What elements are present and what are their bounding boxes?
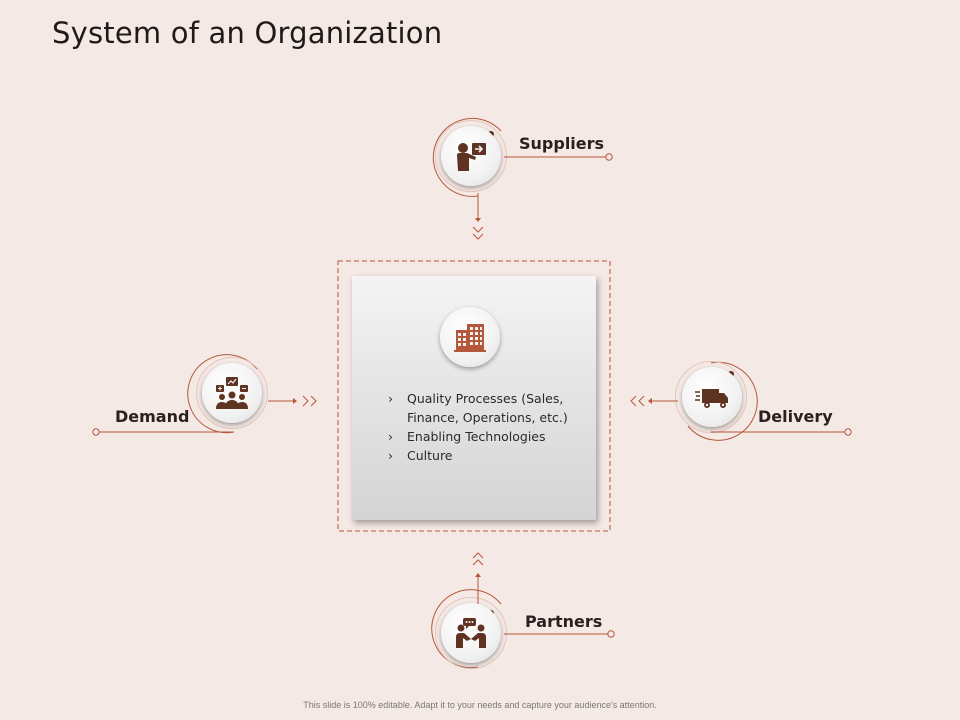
presenter-icon xyxy=(457,143,486,171)
customers-chart-icon xyxy=(216,377,248,409)
list-item: Culture xyxy=(388,446,588,465)
delivery-label: Delivery xyxy=(758,407,833,426)
handshake-icon xyxy=(456,618,486,648)
partners-label: Partners xyxy=(525,612,603,631)
demand-node xyxy=(202,363,262,423)
list-item: Enabling Technologies xyxy=(388,427,588,446)
organization-node xyxy=(440,307,500,367)
building-icon xyxy=(454,324,486,352)
delivery-node xyxy=(682,367,742,427)
partners-node xyxy=(441,603,501,663)
footer-note: This slide is 100% editable. Adapt it to… xyxy=(303,700,657,710)
page-title: System of an Organization xyxy=(52,16,443,50)
organization-elements-list: Quality Processes (Sales, Finance, Opera… xyxy=(388,389,588,465)
demand-label: Demand xyxy=(115,407,190,426)
delivery-truck-icon xyxy=(695,389,728,408)
suppliers-label: Suppliers xyxy=(519,134,605,153)
suppliers-node xyxy=(441,126,501,186)
list-item: Quality Processes (Sales, Finance, Opera… xyxy=(388,389,588,427)
